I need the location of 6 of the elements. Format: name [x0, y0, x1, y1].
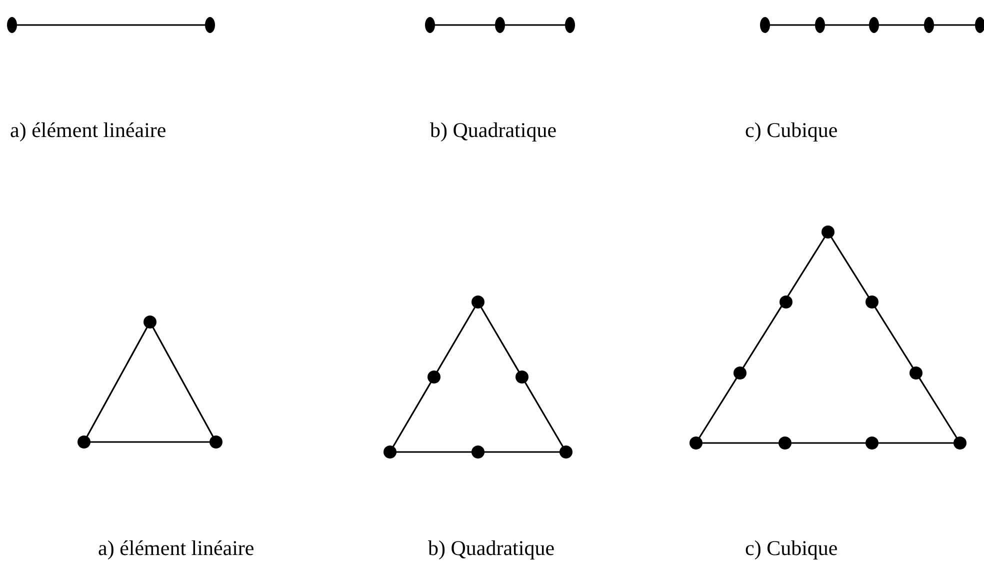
figure-caption: c) Cubique	[745, 538, 838, 559]
figure-caption: c) Cubique	[745, 120, 838, 141]
figure-caption: a) élément linéaire	[98, 538, 254, 559]
figure-caption: a) élément linéaire	[10, 120, 166, 141]
figure-caption: b) Quadratique	[428, 538, 555, 559]
figure-caption: b) Quadratique	[430, 120, 557, 141]
